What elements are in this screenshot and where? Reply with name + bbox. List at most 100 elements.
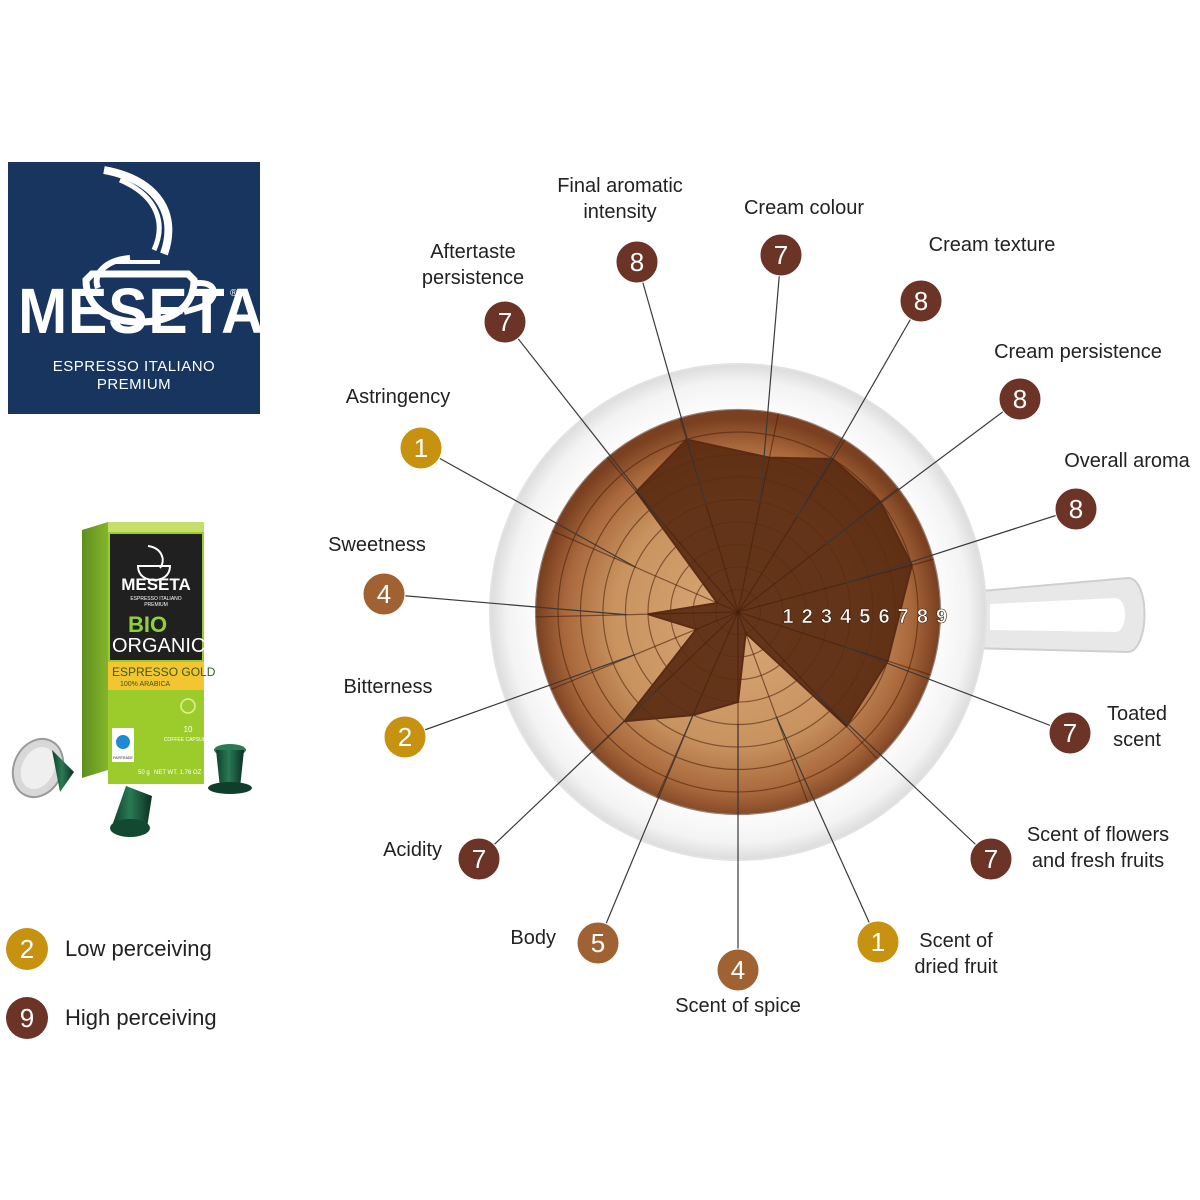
category-label-line: Astringency [346,386,451,408]
value-label: 8 [1013,384,1027,414]
radar-spoke [552,530,739,613]
value-label: 8 [630,247,644,277]
value-marker [1054,487,1098,531]
value-label: 1 [871,927,885,957]
brand-name: MESETA [18,275,265,347]
radar-area [622,438,913,728]
radar-spoke [656,611,739,798]
leader-line [478,688,659,860]
value-marker [399,426,443,470]
category-label-line: Toated [1107,703,1167,725]
package-bio: BIO [128,612,167,637]
package-variant: ESPRESSO GOLD [112,665,216,679]
capsule-green-1 [110,786,152,837]
package-arabica: 100% ARABICA [120,681,171,688]
value-label: 8 [914,286,928,316]
package-variant-band [108,662,204,690]
package-label-panel [110,534,202,660]
value-label: 7 [472,844,486,874]
category-label-line: dried fruit [914,956,998,978]
category-label: Overall aroma [1064,450,1190,472]
category-label-line: Body [510,927,556,949]
category-label: Cream texture [929,234,1056,256]
legend-high-label: High perceiving [65,1005,217,1030]
value-marker [576,921,620,965]
leader-line [843,646,1071,734]
leader-line [636,261,707,506]
radar-spoke [737,611,931,676]
radar-spoke [737,413,779,613]
legend-low-label: Low perceiving [65,936,212,961]
radar-spoke [737,439,846,613]
package-sub-2: PREMIUM [144,602,168,608]
category-label: Bitterness [344,676,433,698]
radar-area-layer [622,438,913,728]
legend-low-marker: 2 [6,928,48,970]
brand-tagline-2: PREMIUM [96,376,172,393]
value-marker [856,920,900,964]
leader-line [814,692,992,860]
package-organic: ORGANIC [112,635,205,657]
category-label: Sweetness [328,534,426,556]
category-label-line: Scent of spice [675,995,801,1017]
leader-line [796,300,922,518]
brand-logo: MESETA ESPRESSO ITALIANO PREMIUM ® [8,162,265,414]
package-capsules: COFFEE CAPSULES [164,737,213,743]
value-marker [998,377,1042,421]
scale-label: 5 [859,606,870,628]
value-marker [1048,711,1092,755]
scale-label: 7 [898,606,909,628]
value-label: 5 [591,928,605,958]
leader-line [504,321,667,528]
registered-mark: ® [230,288,238,299]
category-label-line: scent [1113,729,1161,751]
value-label: 2 [398,722,412,752]
leader-line [597,713,694,944]
category-label-line: Cream persistence [994,341,1162,363]
package-brand: MESETA [121,575,191,594]
value-marker [483,300,527,344]
leader-line [383,593,627,616]
package-count: 10 [184,725,193,734]
package-sub-1: ESPRESSO ITALIANO [130,596,181,602]
capsule-green-2 [208,744,252,794]
product-photo: MESETA ESPRESSO ITALIANO PREMIUM BIO ORG… [11,522,252,837]
value-label: 7 [774,240,788,270]
scale-label: 2 [802,606,813,628]
value-marker [362,572,406,616]
category-label-line: Aftertaste [430,241,516,263]
leader-lines [383,254,1077,970]
value-label: 7 [498,307,512,337]
value-label: 1 [414,433,428,463]
value-marker [759,233,803,277]
value-label: 7 [984,844,998,874]
category-label: Astringency [346,386,451,408]
value-marker [969,837,1013,881]
category-label-line: Scent of flowers [1027,824,1169,846]
radar-spoke [679,417,739,613]
scale-label: 4 [840,606,852,628]
radar-spoke [535,611,739,618]
value-marker [457,837,501,881]
package-weight: 50 g [138,770,150,776]
category-label-line: Overall aroma [1064,450,1190,472]
cup-handle-inner [990,598,1125,632]
category-label: Cream colour [744,197,864,219]
leader-line [759,254,782,503]
scale-label: 6 [878,606,889,628]
category-label-line: Bitterness [344,676,433,698]
package-side [82,522,108,778]
scale-label: 8 [917,606,928,628]
leader-line [420,447,637,568]
cup-swirl-logo-icon [82,166,217,326]
scale-label: 1 [782,606,793,628]
category-label-line: intensity [583,201,656,223]
capsule-silver [11,737,74,799]
